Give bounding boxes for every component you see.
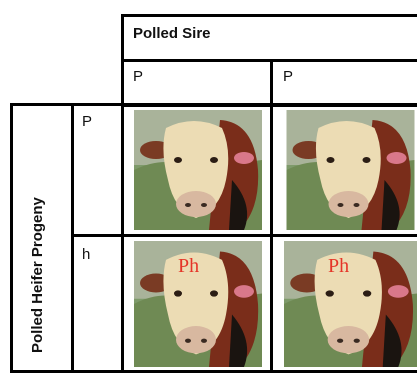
sire-title: Polled Sire [133, 25, 211, 42]
grid-horizontal-divider [121, 234, 417, 237]
progeny-allele-1: P [82, 113, 93, 130]
progeny-title: Polled Heifer Progeny [29, 197, 46, 353]
grid-vertical-divider [270, 103, 273, 373]
hereford-bull-photo [286, 110, 415, 230]
cell-genotype-label: Ph [328, 255, 350, 277]
hereford-bull-photo [284, 241, 417, 367]
hereford-bull-photo [134, 241, 262, 367]
progeny-allele-2: h [82, 246, 91, 263]
cell-ph-2: Ph [284, 241, 417, 367]
progeny-allele-divider [71, 234, 124, 237]
sire-allele-divider [270, 59, 273, 107]
cell-genotype-label: Ph [178, 255, 200, 277]
sire-allele-1: P [133, 68, 144, 85]
sire-allele-row [121, 59, 417, 107]
hereford-bull-photo [134, 110, 262, 230]
cell-pp-1 [134, 110, 262, 230]
cell-ph-1: Ph [134, 241, 262, 367]
progeny-allele-col [71, 103, 124, 373]
cell-pp-2 [284, 110, 417, 230]
sire-allele-2: P [283, 68, 294, 85]
